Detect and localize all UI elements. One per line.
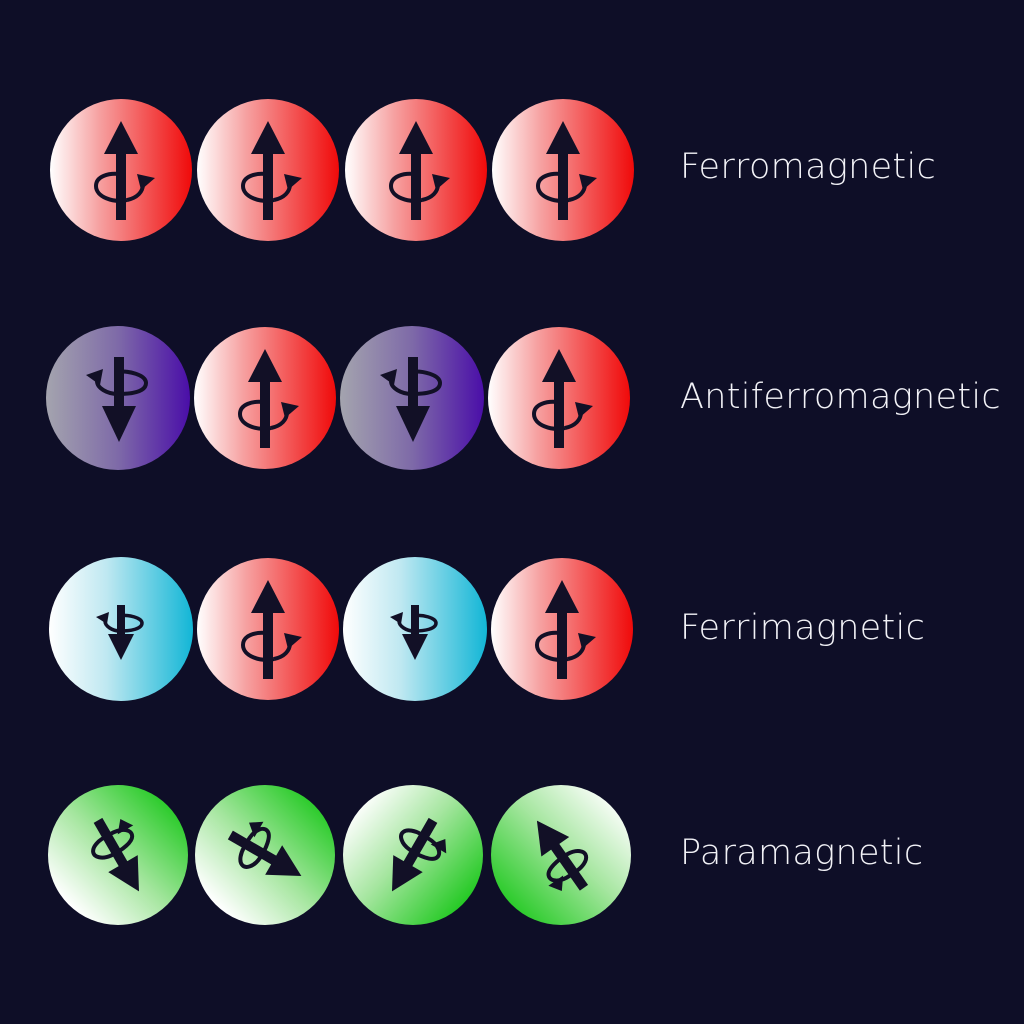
- spin-circle: [343, 785, 483, 925]
- spin-circle: [488, 327, 630, 469]
- row-paramagnetic: [48, 785, 631, 925]
- label-ferrimagnetic: Ferrimagnetic: [680, 608, 926, 648]
- row-ferrimagnetic: [49, 557, 633, 701]
- label-ferromagnetic: Ferromagnetic: [680, 147, 937, 187]
- spin-circle: [491, 558, 633, 700]
- spin-circle: [340, 326, 484, 470]
- spin-circle: [343, 557, 487, 701]
- spin-circle: [50, 99, 192, 241]
- label-paramagnetic: Paramagnetic: [680, 833, 924, 873]
- spin-circle: [195, 785, 335, 925]
- spin-circle: [492, 99, 634, 241]
- row-ferromagnetic: [50, 99, 634, 241]
- spin-circle: [197, 99, 339, 241]
- row-antiferromagnetic: [46, 326, 630, 470]
- label-antiferromagnetic: Antiferromagnetic: [680, 377, 1001, 417]
- spin-circle: [197, 558, 339, 700]
- spin-circle: [345, 99, 487, 241]
- spin-circle: [194, 327, 336, 469]
- spin-circle: [48, 785, 188, 925]
- spin-circle: [491, 785, 631, 925]
- spin-circle: [46, 326, 190, 470]
- spin-circle: [49, 557, 193, 701]
